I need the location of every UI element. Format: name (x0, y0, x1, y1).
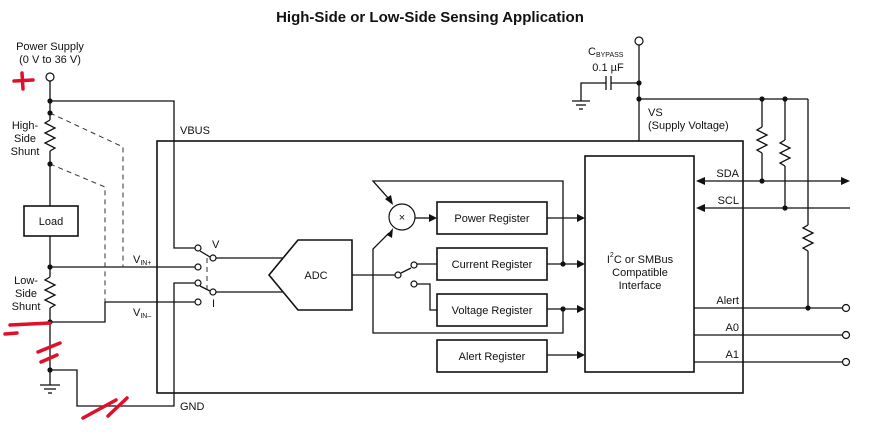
current-register-label: Current Register (452, 259, 533, 271)
sda-label: SDA (716, 168, 739, 180)
power-register-label: Power Register (454, 213, 530, 225)
power-register (436, 201, 548, 235)
multiplier-symbol: × (399, 212, 405, 224)
low-side-shunt-label-3: Shunt (12, 301, 41, 313)
a0-label: A0 (726, 322, 739, 334)
power-supply-range: (0 V to 36 V) (19, 54, 81, 66)
vin-plus-label: VIN+ (133, 254, 151, 267)
voltage-register (436, 293, 548, 327)
alert-label: Alert (716, 295, 739, 307)
vs-terminal (634, 36, 644, 46)
cap-value: 0.1 µF (592, 62, 624, 74)
scl-label: SCL (718, 195, 739, 207)
voltage-register-label: Voltage Register (452, 305, 533, 317)
gnd-label: GND (180, 401, 205, 413)
low-side-shunt-label-1: Low- (14, 275, 38, 287)
interface-label-2: Compatible (612, 267, 668, 279)
load-box (23, 205, 79, 237)
vin-minus-label: VIN– (133, 307, 151, 320)
adc-label: ADC (304, 270, 327, 282)
bus-wiring (694, 177, 850, 363)
supply-wiring (572, 45, 815, 308)
cbypass-label: CBYPASS (588, 46, 624, 59)
vs-desc: (Supply Voltage) (648, 120, 729, 132)
plus-mark (12, 71, 35, 91)
alert-register (436, 339, 548, 373)
minus-mark (3, 321, 52, 336)
vbus-label: VBUS (180, 125, 210, 137)
alert-terminal (841, 303, 851, 313)
low-side-shunt-label-2: Side (15, 288, 37, 300)
a0-terminal (841, 330, 851, 340)
break-mark-left (36, 341, 62, 364)
high-side-shunt-label-2: Side (14, 133, 36, 145)
handwritten-annotations (3, 71, 129, 420)
load-label: Load (39, 216, 63, 228)
multiplier-node (388, 203, 416, 231)
high-side-shunt-label-1: High- (12, 120, 39, 132)
diagram-title: High-Side or Low-Side Sensing Applicatio… (276, 9, 584, 26)
interface-label-1: I2C or SMBus (607, 252, 674, 266)
current-register (436, 247, 548, 281)
switch-v-label: V (212, 239, 220, 251)
input-mux-switch (194, 244, 285, 306)
high-side-shunt-label-3: Shunt (11, 146, 40, 158)
power-supply-label: Power Supply (16, 41, 84, 53)
switch-i-label: I (212, 298, 215, 310)
a1-terminal (841, 357, 851, 367)
a1-label: A1 (726, 349, 739, 361)
i2c-interface-block (584, 155, 695, 373)
vs-label: VS (648, 107, 663, 119)
interface-label-3: Interface (619, 280, 662, 292)
chip-body (156, 140, 744, 394)
break-mark-bottom (81, 396, 129, 420)
left-wiring (40, 81, 196, 407)
alert-register-label: Alert Register (459, 351, 526, 363)
register-wiring (352, 180, 585, 359)
power-supply-terminal (45, 72, 55, 82)
